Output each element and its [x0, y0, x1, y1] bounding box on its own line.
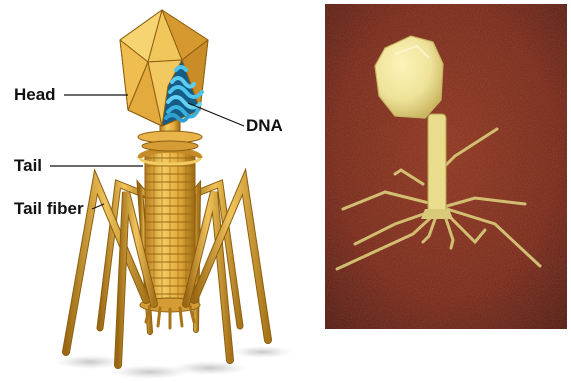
bacteriophage-illustration — [0, 0, 320, 383]
tail-fiber-label: Tail fiber — [14, 200, 84, 217]
head-label: Head — [14, 86, 56, 103]
tail-label: Tail — [14, 157, 42, 174]
dna-label: DNA — [246, 117, 283, 134]
bacteriophage-electron-micrograph — [325, 4, 567, 329]
ground-shadow — [56, 346, 292, 379]
tail-collar — [138, 120, 202, 151]
